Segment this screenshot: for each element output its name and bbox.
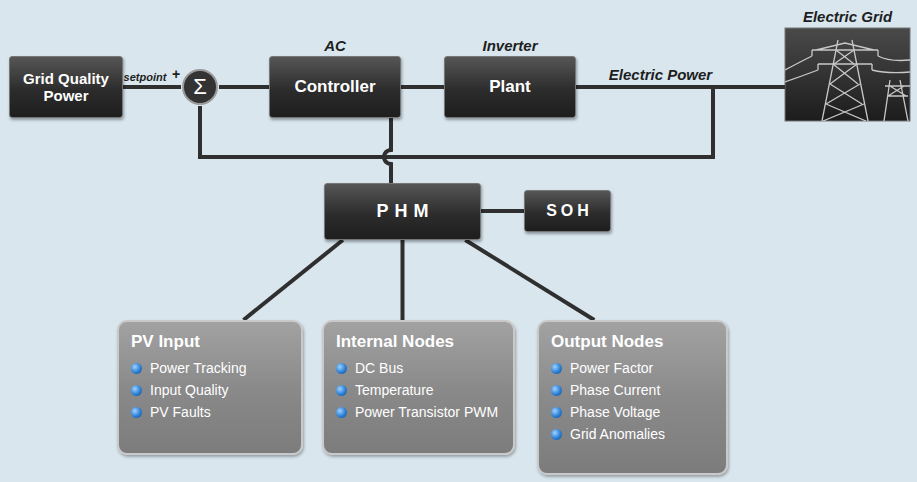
bullet-item: Input Quality bbox=[150, 382, 229, 398]
bullet-row: Input Quality bbox=[131, 379, 289, 401]
bullet-row: PV Faults bbox=[131, 401, 289, 423]
summing-junction: Σ bbox=[181, 68, 219, 106]
grid-picture: Electric Grid bbox=[785, 28, 910, 121]
process-box: ACController bbox=[269, 56, 401, 118]
bullet-item: Power Factor bbox=[570, 360, 653, 376]
box-body: Grid Quality Power bbox=[16, 70, 116, 104]
bullet-dot bbox=[131, 385, 142, 396]
process-box: SOH bbox=[524, 190, 611, 232]
edge-label: setpoint bbox=[124, 71, 167, 83]
box-body: PV InputPower TrackingInput Quality PV Fa… bbox=[131, 332, 289, 423]
signal-wire bbox=[401, 85, 444, 89]
bullet-dot bbox=[551, 429, 562, 440]
box-heading: AC bbox=[324, 37, 346, 54]
box-body: Σ bbox=[181, 74, 219, 100]
box-text: Grid Quality Power bbox=[16, 70, 116, 104]
box-body: Controller bbox=[276, 77, 394, 97]
bullet-item: Power Transistor PWM bbox=[355, 404, 498, 420]
bullet-row: Power Factor bbox=[551, 357, 714, 379]
bullet-dot bbox=[551, 363, 562, 374]
panel-title: PV Input bbox=[131, 332, 200, 352]
bullet-row: Grid Anomalies bbox=[551, 423, 714, 445]
bullet-item: PV Faults bbox=[150, 404, 211, 420]
monitor-panel: PV InputPower TrackingInput Quality PV Fa… bbox=[117, 320, 303, 455]
bullet-dot bbox=[336, 407, 347, 418]
sign-label: + bbox=[172, 66, 180, 82]
box-text: Plant bbox=[451, 77, 569, 97]
signal-wire bbox=[219, 85, 269, 89]
bullet-dot bbox=[551, 385, 562, 396]
bullet-item: DC Bus bbox=[355, 360, 403, 376]
bullet-row: Phase Current bbox=[551, 379, 714, 401]
bullet-item: Temperature bbox=[355, 382, 434, 398]
signal-wire bbox=[465, 240, 594, 320]
process-box: PHM bbox=[324, 183, 481, 240]
bullet-row: Power Tracking bbox=[131, 357, 289, 379]
box-text: Σ bbox=[181, 74, 219, 100]
signal-wire bbox=[384, 118, 391, 183]
signal-wire bbox=[481, 209, 524, 213]
bullet-row: DC Bus bbox=[336, 357, 501, 379]
bullet-dot bbox=[336, 363, 347, 374]
pylon-drawing bbox=[785, 40, 910, 121]
bullet-dot bbox=[131, 363, 142, 374]
bullet-row: Power Transistor PWM bbox=[336, 401, 501, 423]
box-heading: Inverter bbox=[482, 37, 537, 54]
box-body: Internal Nodes DC BusTemperaturePower Tra… bbox=[336, 332, 501, 423]
bullet-row: Temperature bbox=[336, 379, 501, 401]
bullet-dot bbox=[336, 385, 347, 396]
process-box: InverterPlant bbox=[444, 56, 576, 118]
signal-wire bbox=[243, 240, 342, 320]
signal-wire bbox=[401, 240, 405, 320]
box-body: SOH bbox=[531, 202, 604, 220]
box-text: PHM bbox=[331, 201, 474, 222]
grid-photo bbox=[785, 28, 910, 121]
monitor-panel: Output NodesPower FactorPhase CurrentPha… bbox=[537, 320, 728, 475]
bullet-item: Phase Current bbox=[570, 382, 660, 398]
box-body: Plant bbox=[451, 77, 569, 97]
box-body: PHM bbox=[331, 201, 474, 222]
panel-title: Internal Nodes bbox=[336, 332, 454, 352]
bullet-item: Phase Voltage bbox=[570, 404, 660, 420]
source-box: Grid Quality Power bbox=[9, 56, 123, 118]
box-text: Controller bbox=[276, 77, 394, 97]
panel-title: Output Nodes bbox=[551, 332, 663, 352]
box-heading: Electric Grid bbox=[803, 8, 892, 25]
bullet-item: Grid Anomalies bbox=[570, 426, 665, 442]
edge-label: Electric Power bbox=[609, 66, 712, 83]
box-text: SOH bbox=[531, 202, 604, 220]
bullet-dot bbox=[551, 407, 562, 418]
bullet-item: Power Tracking bbox=[150, 360, 246, 376]
monitor-panel: Internal Nodes DC BusTemperaturePower Tra… bbox=[322, 320, 515, 455]
bullet-dot bbox=[131, 407, 142, 418]
bullet-row: Phase Voltage bbox=[551, 401, 714, 423]
box-body: Output NodesPower FactorPhase CurrentPha… bbox=[551, 332, 714, 445]
signal-wire bbox=[123, 85, 181, 89]
